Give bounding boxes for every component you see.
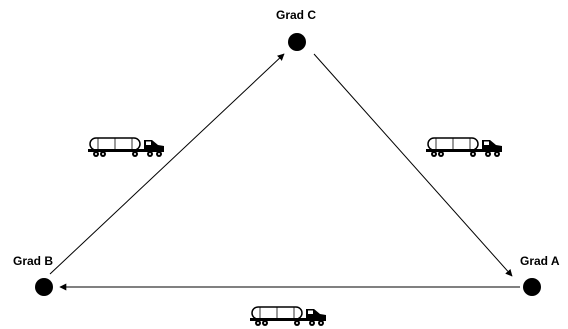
edge-b-to-c [49, 53, 285, 275]
tanker-truck-icon [425, 137, 503, 158]
node-label-grad-b: Grad B [13, 254, 54, 268]
tanker-truck-icon [87, 137, 165, 158]
node-label-grad-a: Grad A [520, 254, 560, 268]
tanker-truck-icon [249, 306, 327, 327]
edge-c-to-a [313, 53, 513, 277]
node-a [523, 278, 541, 296]
node-c [288, 33, 306, 51]
node-b [35, 278, 53, 296]
node-label-grad-c: Grad C [276, 8, 317, 22]
